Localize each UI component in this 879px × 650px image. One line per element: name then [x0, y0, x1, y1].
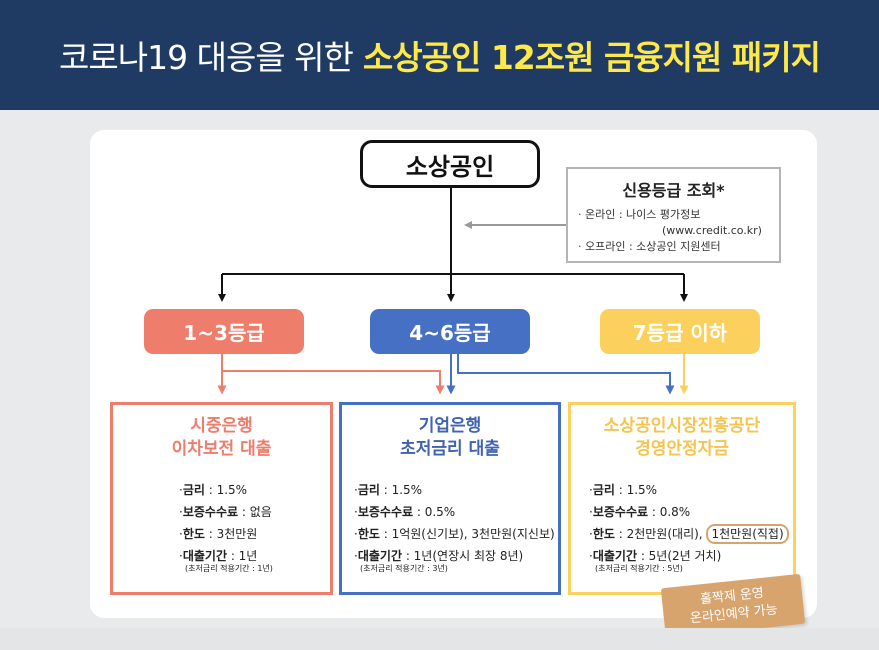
grade-1-3: 1~3등급	[144, 309, 304, 354]
page-title: 코로나19 대응을 위한 소상공인 12조원 금융지원 패키지	[0, 0, 879, 110]
loan-box-ibk: 기업은행 초저금리 대출 ·금리 : 1.5% ·보증수수료 : 0.5% ·한…	[339, 402, 561, 595]
grade-4-6: 4~6등급	[370, 309, 530, 354]
credit-online: · 온라인 : 나이스 평가정보	[578, 208, 701, 221]
loan-title-line2: 이차보전 대출	[171, 439, 272, 459]
grade-7-below: 7등급 이하	[600, 309, 760, 354]
loan-title: 소상공인시장진흥공단 경영안정자금	[571, 415, 793, 461]
loan-title-line2: 초저금리 대출	[400, 439, 500, 459]
term-note: (초저금리 적용기간 : 1년)	[185, 564, 273, 573]
credit-online-url: (www.credit.co.kr)	[662, 224, 762, 237]
term-period: ·대출기간 : 1년(연장시 최장 8년)	[354, 549, 524, 563]
coral-arrow-2	[222, 370, 445, 395]
loan-terms: ·금리 : 1.5% ·보증수수료 : 0.5% ·한도 : 1억원(신기보),…	[354, 479, 555, 574]
term-period: ·대출기간 : 5년(2년 거치)	[589, 549, 722, 563]
loan-title-line1: 소상공인시장진흥공단	[603, 416, 761, 436]
circled-limit: 1천만원(직접)	[706, 524, 789, 544]
title-prefix: 코로나19 대응을 위한	[59, 38, 354, 77]
term-limit: ·한도 : 2천만원(대리), 1천만원(직접)	[589, 523, 789, 545]
term-note: (초저금리 적용기간 : 3년)	[360, 564, 448, 573]
loan-terms: ·금리 : 1.5% ·보증수수료 : 없음 ·한도 : 3천만원 ·대출기간 …	[179, 479, 273, 574]
term-fee: ·보증수수료 : 없음	[179, 505, 272, 519]
loan-title: 시중은행 이차보전 대출	[113, 415, 330, 461]
term-note: (초저금리 적용기간 : 5년)	[595, 564, 683, 573]
term-rate: ·금리 : 1.5%	[589, 483, 658, 497]
loan-box-semas: 소상공인시장진흥공단 경영안정자금 ·금리 : 1.5% ·보증수수료 : 0.…	[568, 402, 796, 595]
term-rate: ·금리 : 1.5%	[179, 483, 248, 497]
term-rate: ·금리 : 1.5%	[354, 483, 423, 497]
credit-offline: · 오프라인 : 소상공인 지원센터	[578, 240, 721, 253]
credit-check-box: 신용등급 조회* · 온라인 : 나이스 평가정보 (www.credit.co…	[566, 167, 781, 263]
title-banner	[0, 0, 879, 110]
term-period: ·대출기간 : 1년	[179, 549, 258, 563]
loan-title-line1: 기업은행	[418, 416, 482, 436]
loan-title-line2: 경영안정자금	[635, 439, 729, 459]
term-fee: ·보증수수료 : 0.8%	[589, 505, 691, 519]
loan-terms: ·금리 : 1.5% ·보증수수료 : 0.8% ·한도 : 2천만원(대리),…	[589, 479, 789, 574]
loan-title-line1: 시중은행	[190, 416, 253, 436]
term-limit: ·한도 : 3천만원	[179, 527, 258, 541]
term-fee: ·보증수수료 : 0.5%	[354, 505, 456, 519]
title-highlight: 소상공인 12조원 금융지원 패키지	[362, 38, 821, 77]
credit-title: 신용등급 조회*	[622, 181, 725, 200]
root-node: 소상공인	[360, 140, 540, 188]
loan-box-commercial: 시중은행 이차보전 대출 ·금리 : 1.5% ·보증수수료 : 없음 ·한도 …	[110, 402, 333, 595]
term-limit: ·한도 : 1억원(신기보), 3천만원(지신보)	[354, 527, 555, 541]
bottom-strip	[0, 628, 879, 650]
loan-title: 기업은행 초저금리 대출	[342, 415, 558, 461]
blue-arrow-2	[457, 354, 675, 395]
